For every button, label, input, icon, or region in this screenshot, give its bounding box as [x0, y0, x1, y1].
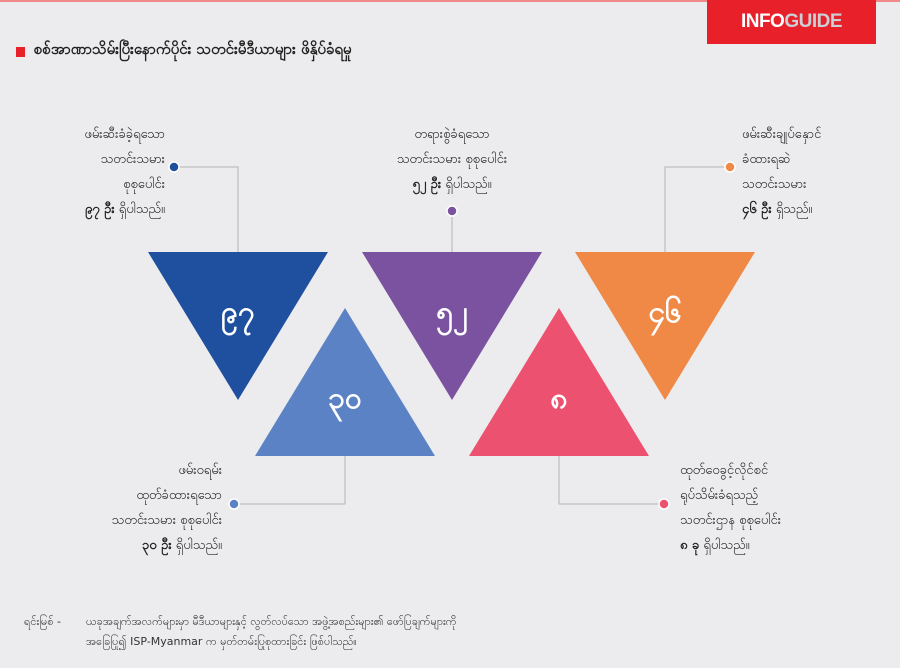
page-title: စစ်အာဏာသိမ်းပြီးနောက်ပိုင်း သတင်းမီဒီယာမ… — [34, 40, 352, 58]
label-detained: ဖမ်းဆီးချုပ်နှောင် ခံထားရဆဲ သတင်းသမား ၄၆… — [742, 122, 821, 222]
triangle-30 — [255, 308, 435, 456]
label-line: သတင်းသမား စုစုပေါင်း — [396, 152, 508, 167]
label-count: ၅၂ ဦး — [412, 177, 442, 192]
label-count: ၃၀ ဦး — [141, 538, 172, 553]
source-label: ရင်းမြစ် - — [24, 615, 61, 628]
source-text: ယခုအချက်အလက်များမှာ မီဒီယာများနှင့် လွတ်… — [86, 612, 457, 652]
label-count-line: ၉၇ ဦး ရှိပါသည်။ — [84, 197, 165, 222]
source-line: ယခုအချက်အလက်များမှာ မီဒီယာများနှင့် လွတ်… — [86, 615, 457, 628]
label-count-line: ၅၂ ဦး ရှိပါသည်။ — [352, 172, 552, 197]
label-suffix: ရှိပါသည်။ — [175, 538, 222, 553]
label-count-line: ၃၀ ဦး ရှိပါသည်။ — [112, 533, 222, 558]
dot-52 — [446, 205, 458, 217]
label-line: သတင်းသမား စုစုပေါင်း — [111, 513, 222, 528]
dot-8 — [658, 498, 670, 510]
label-count-line: ၈ ခု ရှိပါသည်။ — [680, 533, 781, 558]
source-line: အခြေပြု၍ ISP-Myanmar က မှတ်တမ်းပြုစုထားခ… — [86, 635, 357, 648]
label-charged: တရားစွဲခံရသော သတင်းသမား စုစုပေါင်း ၅၂ ဦး… — [352, 122, 552, 197]
label-line: ရုပ်သိမ်းခံရသည့် — [680, 488, 759, 503]
connector-8 — [558, 456, 664, 505]
label-line: သတင်းသမား — [742, 177, 807, 192]
connector-46 — [664, 166, 730, 252]
label-line: စုစုပေါင်း — [123, 177, 165, 192]
label-line: ခံထားရဆဲ — [742, 152, 791, 167]
logo-info: INFO — [740, 11, 785, 32]
label-line: ဖမ်းဝရမ်း — [178, 463, 222, 478]
number-8: ၈ — [550, 381, 568, 416]
label-suffix: ရှိပါသည်။ — [118, 202, 165, 217]
dot-30 — [228, 498, 240, 510]
number-97: ၉၇ — [221, 295, 255, 330]
title-bullet-icon — [16, 47, 25, 57]
label-count: ၉၇ ဦး — [84, 202, 115, 217]
connector-97 — [174, 166, 239, 252]
dot-46 — [724, 161, 736, 173]
label-line: တရားစွဲခံရသော — [414, 127, 490, 142]
label-arrested: ဖမ်းဆီးခံခဲ့ရသော သတင်းသမား စုစုပေါင်း ၉၇… — [84, 122, 165, 222]
triangle-52 — [362, 252, 542, 400]
number-52: ၅၂ — [436, 295, 468, 330]
dot-97 — [168, 161, 180, 173]
label-license-revoked: ထုတ်ဝေခွင့်လိုင်စင် ရုပ်သိမ်းခံရသည့် သတင… — [680, 458, 781, 558]
label-suffix: ရှိသည်။ — [775, 202, 813, 217]
logo-guide: GUIDE — [784, 11, 843, 32]
label-line: ထုတ်ခံထားရသော — [136, 488, 222, 503]
label-suffix: ရှိပါသည်။ — [703, 538, 750, 553]
label-line: သတင်းသမား — [100, 152, 165, 167]
label-warrant: ဖမ်းဝရမ်း ထုတ်ခံထားရသော သတင်းသမား စုစုပေ… — [112, 458, 222, 558]
label-count-line: ၄၆ ဦး ရှိသည်။ — [742, 197, 821, 222]
top-accent-line — [0, 0, 900, 2]
connector-30 — [234, 456, 346, 505]
label-line: ထုတ်ဝေခွင့်လိုင်စင် — [680, 463, 769, 478]
number-46: ၄၆ — [648, 295, 682, 330]
triangle-97 — [148, 252, 328, 400]
label-suffix: ရှိပါသည်။ — [445, 177, 492, 192]
triangle-8 — [469, 308, 649, 456]
label-line: သတင်းဌာန စုစုပေါင်း — [680, 513, 782, 528]
label-line: ဖမ်းဆီးခံခဲ့ရသော — [84, 127, 165, 142]
number-30: ၃၀ — [328, 381, 362, 416]
label-count: ၄၆ ဦး — [742, 202, 772, 217]
label-line: ဖမ်းဆီးချုပ်နှောင် — [742, 127, 822, 142]
triangle-46 — [575, 252, 755, 400]
label-count: ၈ ခု — [680, 538, 700, 553]
